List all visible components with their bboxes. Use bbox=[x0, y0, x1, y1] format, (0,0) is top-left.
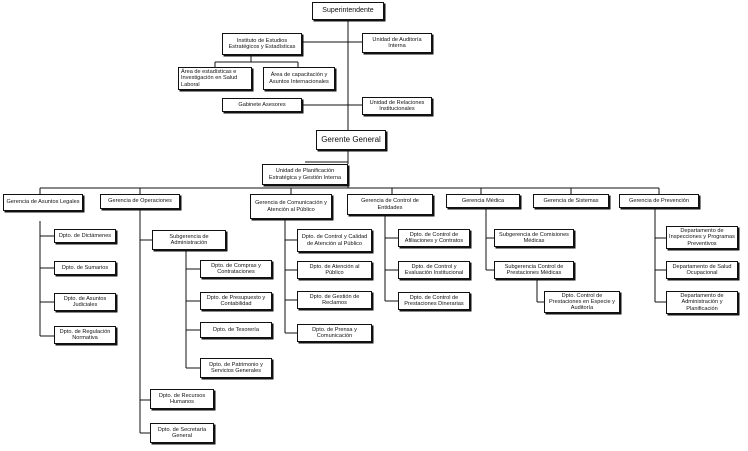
gerente-general-box: Gerente General bbox=[316, 130, 386, 150]
dpto-sumarios: Dpto. de Sumarios bbox=[54, 261, 116, 275]
instituto-box: Instituto de Estudios Estratégicos y Est… bbox=[222, 33, 302, 55]
auditoria-box: Unidad de Auditoría Interna bbox=[362, 33, 432, 53]
gerencia-comunicacion: Gerencia de Comunicación y Atención al P… bbox=[250, 194, 332, 219]
dpto-control-calidad: Dpto. de Control y Calidad de Atención a… bbox=[297, 229, 372, 252]
dpto-control-evaluacion: Dpto. de Control y Evaluación Institucio… bbox=[398, 261, 470, 279]
gerencia-asuntos-legales: Gerencia de Asuntos Legales bbox=[3, 194, 83, 211]
area-capacitacion-box: Área de capacitación y Asuntos Internaci… bbox=[263, 67, 335, 90]
dpto-asuntos-judiciales: Dpto. de Asuntos Judiciales bbox=[54, 293, 116, 311]
gerencia-control-entidades: Gerencia de Control de Entidades bbox=[347, 194, 433, 215]
dpto-secretaria-general: Dpto. de Secretaría General bbox=[150, 423, 214, 443]
dpto-patrimonio: Dpto. de Patrimonio y Servicios Generale… bbox=[200, 358, 272, 378]
dpto-prensa: Dpto. de Prensa y Comunicación bbox=[297, 324, 372, 342]
relaciones-box: Unidad de Relaciones Institucionales bbox=[362, 97, 432, 115]
subgerencia-administracion: Subgerencia de Administración bbox=[152, 230, 226, 250]
planificacion-box: Unidad de Planificación Estratégica y Ge… bbox=[262, 164, 348, 185]
gerencia-operaciones: Gerencia de Operaciones bbox=[100, 194, 180, 209]
gerencia-medica: Gerencia Médica bbox=[446, 194, 520, 208]
gabinete-box: Gabinete Asesores bbox=[222, 98, 302, 112]
subgerencia-control-prestaciones: Subgerencia Control de Prestaciones Médi… bbox=[494, 261, 574, 279]
dpto-gestion-reclamos: Dpto. de Gestión de Reclamos bbox=[297, 291, 372, 309]
dpto-recursos-humanos: Dpto. de Recursos Humanos bbox=[150, 389, 214, 409]
dpto-regulacion-normativa: Dpto. de Regulación Normativa bbox=[54, 326, 116, 344]
dpto-dictamenes: Dpto. de Dictámenes bbox=[54, 229, 116, 243]
dpto-salud-ocupacional: Departamento de Salud Ocupacional bbox=[666, 261, 738, 279]
subgerencia-comisiones-medicas: Subgerencia de Comisiones Médicas bbox=[494, 229, 574, 247]
dpto-control-afiliaciones: Dpto. de Control de Afiliaciones y Contr… bbox=[398, 229, 470, 247]
gerencia-sistemas: Gerencia de Sistemas bbox=[533, 194, 609, 208]
dpto-tesoreria: Dpto. de Tesorería bbox=[200, 322, 272, 338]
dpto-administracion-planificacion: Departamento de Administración y Planifi… bbox=[666, 291, 738, 314]
dpto-compras: Dpto. de Compras y Contrataciones bbox=[200, 260, 272, 278]
dpto-control-prestaciones-especie: Dpto. Control de Prestaciones en Especie… bbox=[544, 291, 620, 313]
superintendente-box: Superintendente bbox=[312, 2, 384, 20]
dpto-presupuesto: Dpto. de Presupuesto y Contabilidad bbox=[200, 292, 272, 310]
area-estadisticas-box: Área de estadísticas e Investigación en … bbox=[178, 67, 252, 90]
dpto-control-prestaciones-dinerarias: Dpto. de Control de Prestaciones Dinerar… bbox=[398, 292, 470, 310]
dpto-inspecciones: Departamento de Inspecciones y Programas… bbox=[666, 226, 738, 249]
gerencia-prevencion: Gerencia de Prevención bbox=[619, 194, 699, 208]
dpto-atencion-publico: Dpto. de Atención al Público bbox=[297, 261, 372, 279]
